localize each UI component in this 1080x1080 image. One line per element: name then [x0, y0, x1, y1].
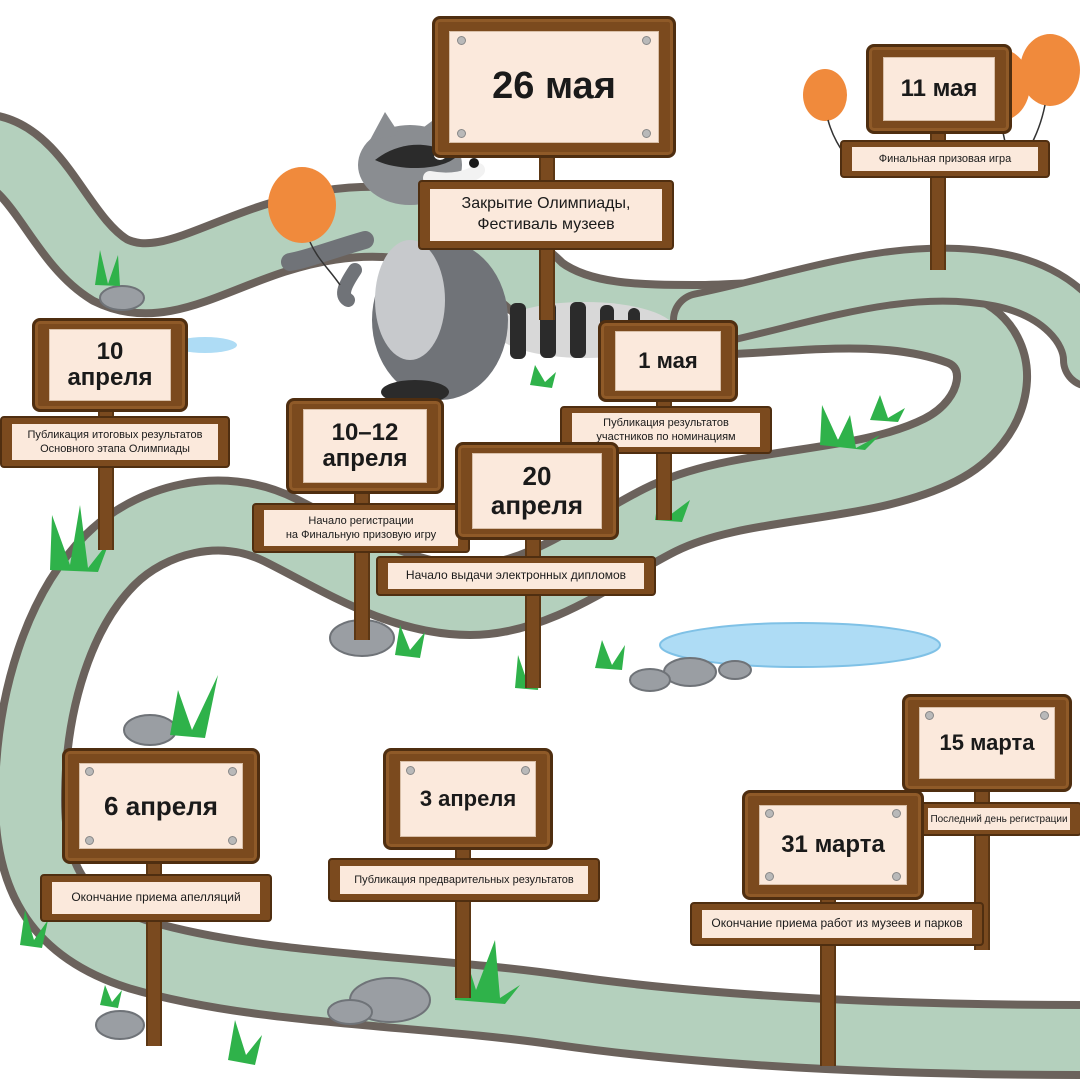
caption-text: Публикация итоговых результатов Основног… [12, 424, 218, 460]
caption-plank-15-march: Последний день регистрации [916, 802, 1080, 836]
date-label: 11 мая [883, 57, 995, 121]
date-sign-10-april: 10 апреля [32, 318, 188, 412]
caption-plank-20-april: Начало выдачи электронных дипломов [376, 556, 656, 596]
caption-text: Финальная призовая игра [852, 147, 1038, 171]
date-sign-31-march: 31 марта [742, 790, 924, 900]
signpost-pole [525, 528, 541, 688]
date-sign-3-april: 3 апреля [383, 748, 553, 850]
caption-text: Начало выдачи электронных дипломов [388, 563, 644, 589]
stone-icon [718, 660, 752, 680]
caption-text: Публикация предварительных результатов [340, 866, 588, 894]
date-label: 3 апреля [400, 761, 536, 837]
grass-icon [100, 985, 122, 1008]
date-label: 1 мая [615, 331, 721, 391]
grass-icon [870, 395, 905, 422]
stone-icon [123, 714, 177, 746]
date-label: 31 марта [759, 805, 907, 885]
caption-text: Окончание приема апелляций [52, 882, 260, 914]
date-sign-20-april: 20 апреля [455, 442, 619, 540]
stone-icon [629, 668, 671, 692]
caption-text: Закрытие Олимпиады, Фестиваль музеев [430, 189, 662, 241]
date-label: 6 апреля [79, 763, 243, 849]
balloon-icon [268, 167, 341, 286]
date-label: 26 мая [449, 31, 659, 143]
grass-icon [228, 1020, 262, 1065]
grass-icon [395, 625, 425, 658]
date-sign-10-12-april: 10–12 апреля [286, 398, 444, 494]
grass-icon [455, 940, 520, 1004]
puddle-icon [659, 622, 941, 668]
grass-icon [820, 405, 880, 450]
caption-plank-3-april: Публикация предварительных результатов [328, 858, 600, 902]
date-sign-15-march: 15 марта [902, 694, 1072, 792]
date-sign-26-may: 26 мая [432, 16, 676, 158]
date-sign-1-may: 1 мая [598, 320, 738, 402]
caption-plank-10-april: Публикация итоговых результатов Основног… [0, 416, 230, 468]
grass-icon [50, 505, 110, 572]
date-label: 10–12 апреля [303, 409, 427, 483]
raccoon-icon [281, 112, 675, 404]
date-label: 10 апреля [49, 329, 171, 401]
caption-plank-31-march: Окончание приема работ из музеев и парко… [690, 902, 984, 946]
date-label: 15 марта [919, 707, 1055, 779]
caption-plank-11-may: Финальная призовая игра [840, 140, 1050, 178]
caption-plank-10-12-april: Начало регистрации на Финальную призовую… [252, 503, 470, 553]
grass-icon [20, 910, 48, 948]
caption-text: Окончание приема работ из музеев и парко… [702, 910, 972, 938]
caption-text: Публикация результатов участников по ном… [572, 413, 760, 447]
stone-icon [663, 657, 717, 687]
caption-text: Последний день регистрации [928, 808, 1070, 830]
grass-icon [595, 640, 625, 670]
date-label: 20 апреля [472, 453, 602, 529]
grass-icon [530, 365, 556, 388]
grass-icon [170, 675, 218, 738]
grass-icon [95, 250, 120, 286]
caption-text: Начало регистрации на Финальную призовую… [264, 510, 458, 546]
caption-plank-6-april: Окончание приема апелляций [40, 874, 272, 922]
stone-icon [95, 1010, 145, 1040]
stone-icon [327, 999, 373, 1025]
puddle-icon [173, 337, 237, 353]
date-sign-6-april: 6 апреля [62, 748, 260, 864]
caption-plank-26-may: Закрытие Олимпиады, Фестиваль музеев [418, 180, 674, 250]
date-sign-11-may: 11 мая [866, 44, 1012, 134]
stone-icon [99, 285, 145, 311]
